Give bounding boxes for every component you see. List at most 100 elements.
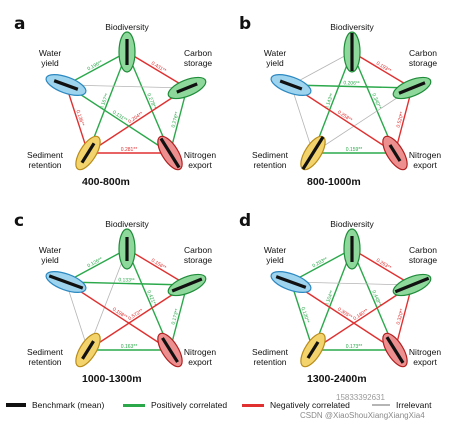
benchmark-bar xyxy=(159,137,181,169)
service-node xyxy=(270,74,312,96)
service-node xyxy=(118,228,136,270)
network-svg: 0.193**0.340**0.143**0.520**0.206**0.159… xyxy=(270,31,432,171)
network-svg: 0.156**0.421**0.126**0.173**0.572**0.133… xyxy=(45,228,207,368)
service-node xyxy=(75,332,101,368)
edge-negative xyxy=(87,284,188,351)
edge-label: 0.173** xyxy=(171,308,181,325)
edge-negative xyxy=(290,281,396,351)
legend-negative: Negatively correlated xyxy=(242,400,350,410)
elevation-range: 1300-2400m xyxy=(307,373,367,385)
benchmark-bar xyxy=(306,341,320,359)
edge-positive xyxy=(290,248,353,283)
legend: Benchmark (mean) Positively correlated N… xyxy=(0,393,449,423)
panel-letter: b xyxy=(239,14,252,34)
service-node xyxy=(392,273,432,297)
edge-negative xyxy=(65,84,89,154)
edge-label: 0.281** xyxy=(121,147,137,153)
edge-irrelevant xyxy=(290,84,314,154)
elevation-range: 400-800m xyxy=(82,176,130,188)
legend-positive-swatch xyxy=(123,403,145,407)
legend-positive: Positively correlated xyxy=(123,400,227,410)
network-svg: 0.263**0.448**0.104**0.203**0.320**0.180… xyxy=(270,228,432,368)
edge-positive xyxy=(290,281,314,351)
legend-positive-label: Positively correlated xyxy=(151,400,228,410)
benchmark-bar xyxy=(48,274,84,290)
service-node xyxy=(157,332,183,368)
edge-label: 0.136** xyxy=(74,109,85,127)
service-node xyxy=(45,271,87,293)
service-node xyxy=(167,273,207,297)
benchmark-bar xyxy=(80,142,96,164)
benchmark-bar xyxy=(398,81,426,95)
benchmark-bar xyxy=(388,144,402,162)
edge-label: 0.320** xyxy=(396,308,406,325)
edge-negative xyxy=(394,87,413,154)
service-node xyxy=(45,74,87,96)
benchmark-bar xyxy=(171,277,203,293)
edge-label: 0.120** xyxy=(299,306,310,324)
panel-letter: c xyxy=(14,211,25,231)
edge-positive xyxy=(169,284,188,351)
edge-positive xyxy=(65,84,171,154)
benchmark-bar xyxy=(53,79,79,91)
service-node xyxy=(382,332,408,368)
edge-negative xyxy=(290,84,396,154)
edge-label: 0.167** xyxy=(99,93,111,111)
edge-positive xyxy=(65,248,128,283)
edge-negative xyxy=(351,51,413,89)
edge-label: 0.276** xyxy=(171,111,181,128)
edge-irrelevant xyxy=(65,281,89,351)
edge-irrelevant xyxy=(290,51,353,86)
edge-negative xyxy=(65,281,171,351)
node-label: Biodiversity xyxy=(105,219,149,229)
edge-label: 0.163** xyxy=(121,344,137,350)
edge-irrelevant xyxy=(290,281,413,286)
benchmark-bar xyxy=(385,336,405,364)
edge-label: 0.173** xyxy=(346,344,362,350)
panel-letter: d xyxy=(239,211,252,231)
service-node xyxy=(382,135,408,171)
edge-negative xyxy=(351,248,413,286)
node-label: Biodiversity xyxy=(330,219,374,229)
edge-label: 0.126** xyxy=(86,256,103,269)
benchmark-bar xyxy=(279,79,303,91)
edge-negative xyxy=(312,284,413,351)
legend-irrelevant-swatch xyxy=(372,404,390,406)
legend-irrelevant-label: Irrelevant xyxy=(396,400,432,410)
edge-label: 0.143** xyxy=(324,93,336,111)
edge-irrelevant xyxy=(312,87,413,154)
edge-label: 0.159** xyxy=(346,147,362,153)
edge-negative xyxy=(126,248,188,286)
edge-label: 0.340** xyxy=(370,93,382,110)
edge-negative xyxy=(394,284,413,351)
edge-negative xyxy=(126,51,188,89)
edge-label: 0.448** xyxy=(370,290,382,307)
legend-irrelevant: Irrelevant xyxy=(372,400,431,410)
edge-positive xyxy=(290,84,413,89)
edge-positive xyxy=(169,87,188,154)
watermark-credit: CSDN @XiaoShouXiangXiangXia4 xyxy=(300,411,425,420)
service-node xyxy=(118,31,136,73)
legend-negative-swatch xyxy=(242,403,264,407)
edge-label: 0.278** xyxy=(145,93,157,110)
edge-label: 0.203** xyxy=(311,256,328,269)
edge-label: 0.206** xyxy=(343,80,360,86)
edge-irrelevant xyxy=(65,84,188,89)
